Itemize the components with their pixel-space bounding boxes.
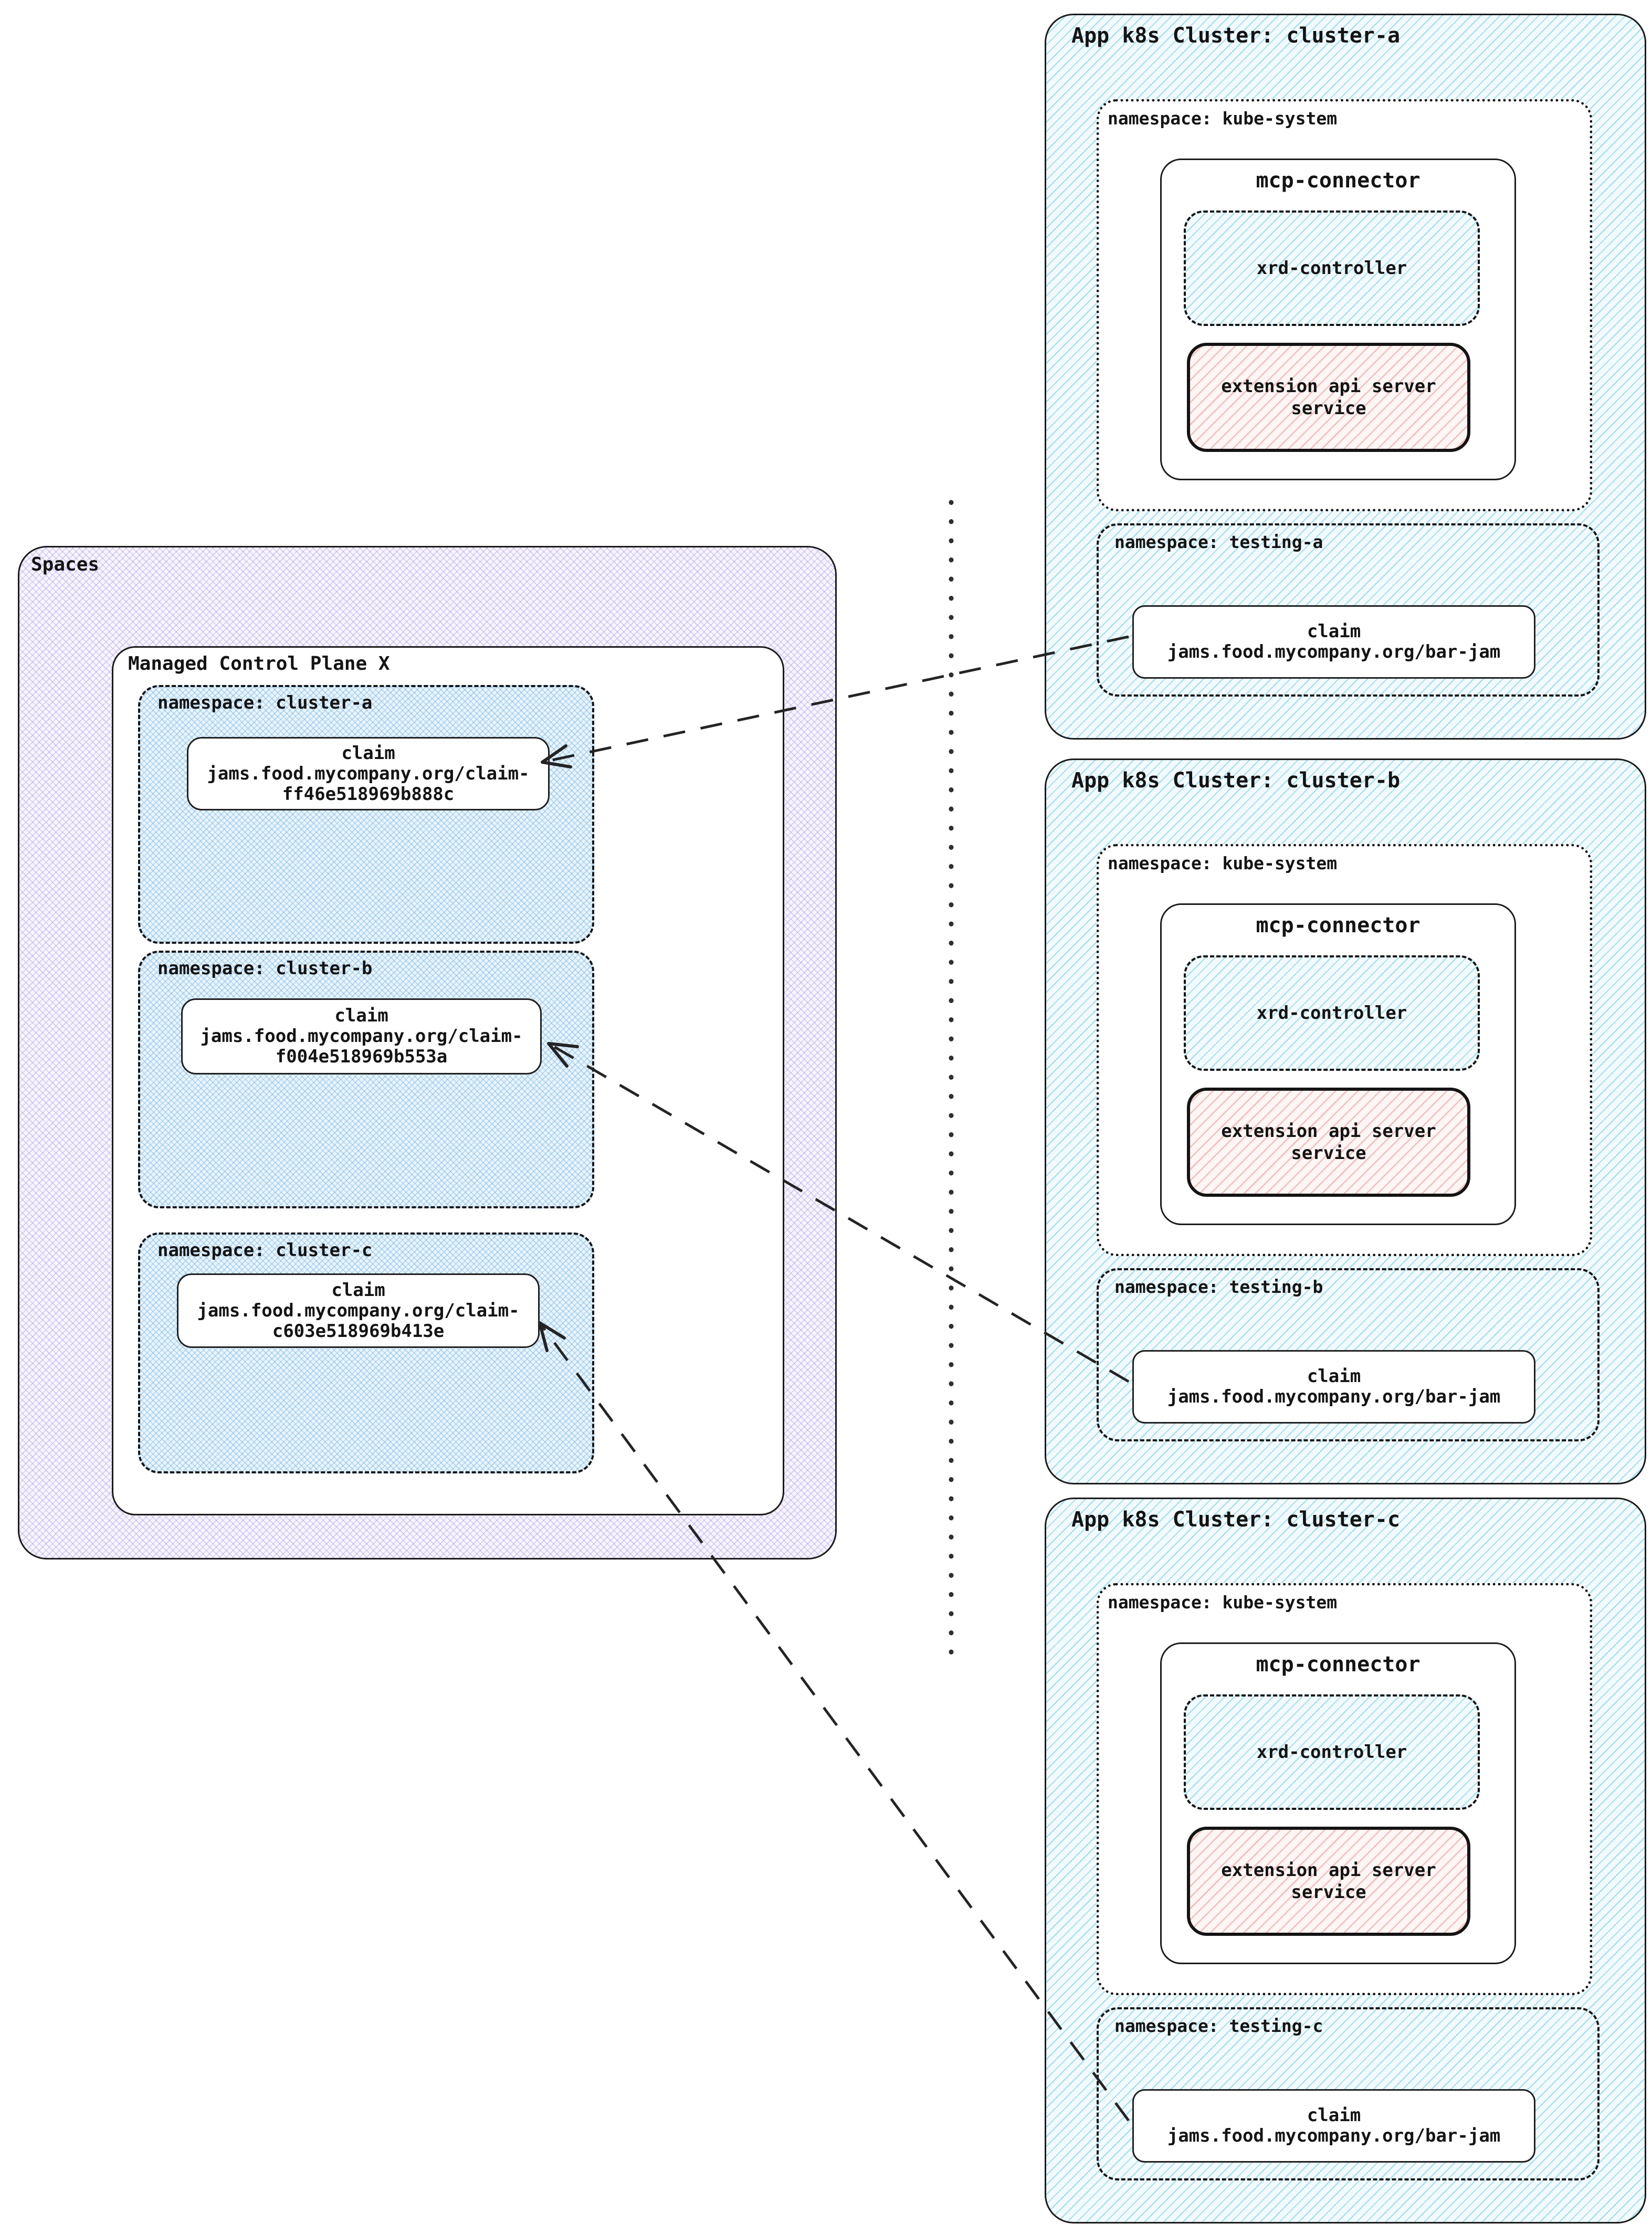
namespace-cluster-b-box: namespace: cluster-b claim jams.food.myc… xyxy=(138,951,594,1208)
namespace-cluster-c-label: namespace: cluster-c xyxy=(157,1240,373,1261)
claim-line1: jams.food.mycompany.org/bar-jam xyxy=(1167,2125,1501,2146)
app-cluster-b-box: App k8s Cluster: cluster-b namespace: ku… xyxy=(1045,758,1646,1484)
claim-title: claim xyxy=(1307,2105,1361,2126)
claim-title: claim xyxy=(341,742,395,764)
claim-line1: jams.food.mycompany.org/claim- xyxy=(207,763,530,784)
claim-title: claim xyxy=(1307,1366,1361,1387)
app-cluster-b-title: App k8s Cluster: cluster-b xyxy=(1071,768,1401,793)
claim-line1: jams.food.mycompany.org/claim- xyxy=(200,1026,523,1047)
mcp-connector-label-c: mcp-connector xyxy=(1256,1652,1420,1677)
testing-c-box: namespace: testing-c claim jams.food.myc… xyxy=(1097,2007,1600,2180)
namespace-cluster-a-label: namespace: cluster-a xyxy=(157,692,373,713)
namespace-cluster-c-box: namespace: cluster-c claim jams.food.myc… xyxy=(138,1232,594,1473)
kube-system-label-b: namespace: kube-system xyxy=(1108,853,1338,873)
claim-title: claim xyxy=(334,1005,388,1026)
kube-system-box-a: namespace: kube-system mcp-connector xrd… xyxy=(1097,99,1592,511)
extension-api-server-box-a: extension api server service xyxy=(1187,343,1470,452)
claim-line1: jams.food.mycompany.org/bar-jam xyxy=(1167,1386,1501,1407)
app-cluster-a-title: App k8s Cluster: cluster-a xyxy=(1071,24,1401,48)
claim-box-testing-a: claim jams.food.mycompany.org/bar-jam xyxy=(1132,605,1535,679)
app-cluster-c-title: App k8s Cluster: cluster-c xyxy=(1071,1508,1401,1532)
claim-line1: jams.food.mycompany.org/claim- xyxy=(197,1300,520,1321)
namespace-cluster-b-label: namespace: cluster-b xyxy=(157,958,373,979)
managed-control-plane-label: Managed Control Plane X xyxy=(128,653,390,675)
extension-api-server-box-c: extension api server service xyxy=(1187,1827,1470,1936)
testing-a-box: namespace: testing-a claim jams.food.myc… xyxy=(1097,523,1600,697)
kube-system-label-c: namespace: kube-system xyxy=(1108,1592,1338,1613)
claim-title: claim xyxy=(1307,621,1361,642)
claim-line1: jams.food.mycompany.org/bar-jam xyxy=(1167,641,1501,662)
xrd-controller-box-a: xrd-controller xyxy=(1184,210,1480,326)
mcp-connector-box-a: mcp-connector xrd-controller extension a… xyxy=(1160,159,1516,480)
mcp-connector-box-c: mcp-connector xrd-controller extension a… xyxy=(1160,1642,1516,1964)
testing-c-label: namespace: testing-c xyxy=(1114,2016,1323,2036)
claim-line2: f004e518969b553a xyxy=(275,1046,448,1067)
extension-api-server-box-b: extension api server service xyxy=(1187,1088,1470,1197)
claim-box-testing-b: claim jams.food.mycompany.org/bar-jam xyxy=(1132,1350,1535,1424)
testing-a-label: namespace: testing-a xyxy=(1114,532,1323,552)
claim-title: claim xyxy=(331,1279,385,1301)
kube-system-box-b: namespace: kube-system mcp-connector xrd… xyxy=(1097,844,1592,1256)
namespace-cluster-a-box: namespace: cluster-a claim jams.food.myc… xyxy=(138,685,594,944)
mcp-connector-label-b: mcp-connector xyxy=(1256,913,1420,937)
claim-box-cluster-b: claim jams.food.mycompany.org/claim- f00… xyxy=(181,998,542,1074)
app-cluster-c-box: App k8s Cluster: cluster-c namespace: ku… xyxy=(1045,1498,1646,2224)
kube-system-box-c: namespace: kube-system mcp-connector xrd… xyxy=(1097,1583,1592,1995)
managed-control-plane-box: Managed Control Plane X namespace: clust… xyxy=(112,646,784,1515)
claim-box-cluster-a: claim jams.food.mycompany.org/claim- ff4… xyxy=(187,737,550,810)
claim-box-cluster-c: claim jams.food.mycompany.org/claim- c60… xyxy=(177,1273,540,1348)
claim-line2: ff46e518969b888c xyxy=(282,783,455,805)
mcp-connector-label-a: mcp-connector xyxy=(1256,168,1420,193)
kube-system-label-a: namespace: kube-system xyxy=(1108,108,1338,129)
testing-b-label: namespace: testing-b xyxy=(1114,1277,1323,1297)
spaces-box: Spaces Managed Control Plane X namespace… xyxy=(18,546,837,1559)
xrd-controller-box-c: xrd-controller xyxy=(1184,1694,1480,1810)
mcp-connector-box-b: mcp-connector xrd-controller extension a… xyxy=(1160,903,1516,1225)
xrd-controller-box-b: xrd-controller xyxy=(1184,955,1480,1071)
claim-box-testing-c: claim jams.food.mycompany.org/bar-jam xyxy=(1132,2089,1535,2163)
testing-b-box: namespace: testing-b claim jams.food.myc… xyxy=(1097,1268,1600,1441)
app-cluster-a-box: App k8s Cluster: cluster-a namespace: ku… xyxy=(1045,14,1646,740)
claim-line2: c603e518969b413e xyxy=(272,1320,445,1342)
spaces-label: Spaces xyxy=(31,554,100,575)
